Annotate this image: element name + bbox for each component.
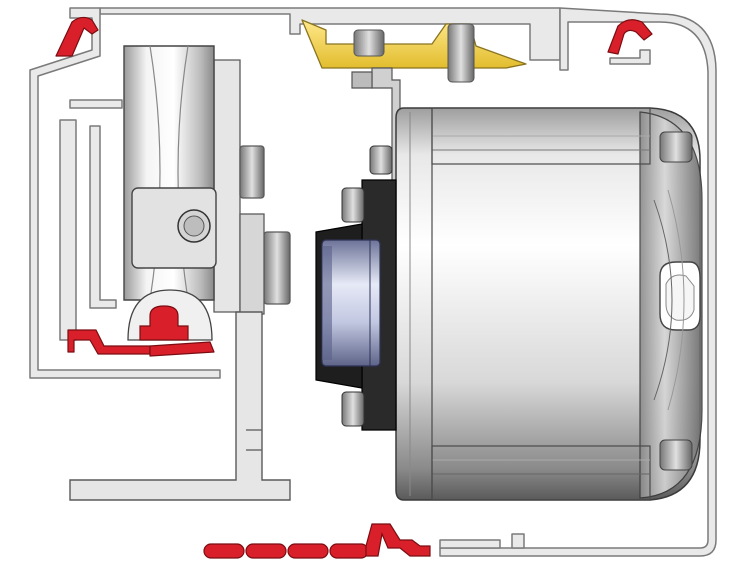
red-rubber-seal-top-left (55, 16, 99, 57)
base-support-angle (69, 311, 291, 501)
motor-shaft-hub (321, 239, 381, 367)
electric-motor-housing (395, 107, 703, 501)
red-rubber-seal-top-right (607, 19, 653, 55)
bracket-bolt-right (447, 23, 475, 83)
red-rubber-seal-bottom-chain (203, 523, 431, 559)
aluminium-profile-frame (29, 7, 717, 557)
roller-bracket-plate (213, 59, 291, 315)
guide-roller-wheel (123, 45, 217, 341)
bracket-bolt-left (353, 29, 385, 57)
yellow-mounting-bracket (301, 19, 527, 69)
red-rubber-seal-lower-left (67, 329, 215, 357)
